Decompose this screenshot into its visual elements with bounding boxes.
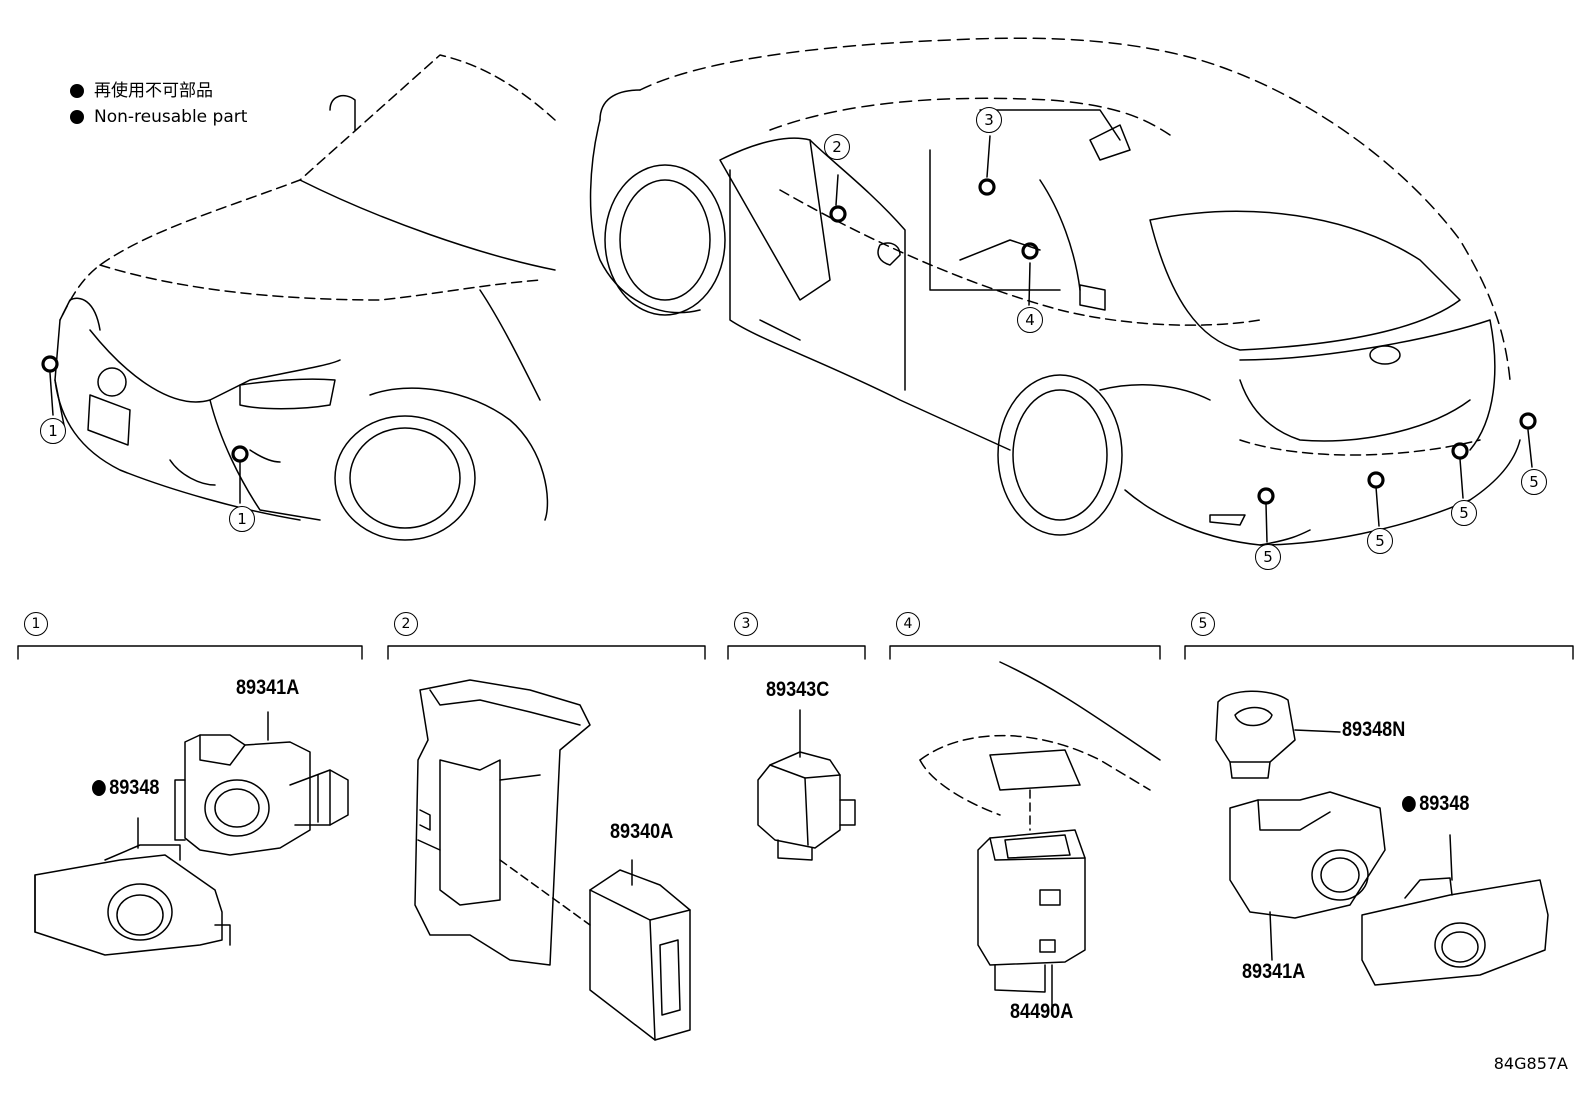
rear-car-view (589, 37, 1521, 546)
section-1-number: 1 (24, 612, 48, 636)
callout-5-rear-3: 5 (1451, 500, 1477, 526)
s5-sensor-drawing (1229, 791, 1386, 961)
part-label-s5-cover: 89348N (1342, 718, 1406, 741)
s3-part-drawing (757, 709, 856, 861)
callout-1-front-right: 1 (229, 506, 255, 532)
s2-bracket-drawing (414, 679, 591, 966)
diagram-id: 84G857A (1493, 1054, 1568, 1073)
s5-retainer-drawing (1361, 834, 1549, 986)
part-label-s1-sensor: 89341A (236, 676, 300, 699)
section-4-number: 4 (896, 612, 920, 636)
non-reusable-dot-icon (70, 110, 84, 124)
s1-retainer-drawing (34, 817, 231, 956)
s2-ecu-drawing (589, 859, 691, 1041)
section-2-number: 2 (394, 612, 418, 636)
callout-5-rear-2: 5 (1367, 528, 1393, 554)
callout-5-rear-1: 5 (1255, 544, 1281, 570)
part-label-s1-retainer: 89348 (92, 776, 159, 800)
s4-switch-drawing (977, 829, 1086, 1016)
part-label-s4-switch: 84490A (1010, 1000, 1074, 1023)
part-label-s5-retainer: 89348 (1402, 792, 1469, 816)
legend-row-jp: 再使用不可部品 (70, 78, 247, 104)
s5-cover-drawing (1215, 690, 1341, 779)
part-label-s5-sensor: 89341A (1242, 960, 1306, 983)
section-brackets (17, 645, 1574, 660)
callout-2: 2 (824, 134, 850, 160)
callout-leaders (49, 135, 1533, 543)
section-3-number: 3 (734, 612, 758, 636)
callout-4: 4 (1017, 307, 1043, 333)
legend-jp-text: 再使用不可部品 (94, 81, 213, 101)
legend-en-text: Non-reusable part (94, 107, 248, 127)
part-label-s2-ecu: 89340A (610, 820, 674, 843)
s4-console-drawing (919, 661, 1161, 831)
callout-5-rear-4: 5 (1521, 469, 1547, 495)
front-car-view (54, 54, 556, 541)
s1-sensor-drawing (174, 711, 349, 856)
legend-row-en: Non-reusable part (70, 104, 247, 130)
part-label-s3: 89343C (766, 678, 830, 701)
non-reusable-dot-icon (70, 84, 84, 98)
legend: 再使用不可部品 Non-reusable part (70, 78, 247, 130)
sensor-location-markers (41, 178, 1537, 505)
section-5-number: 5 (1191, 612, 1215, 636)
callout-3: 3 (976, 107, 1002, 133)
callout-1-front-left: 1 (40, 418, 66, 444)
